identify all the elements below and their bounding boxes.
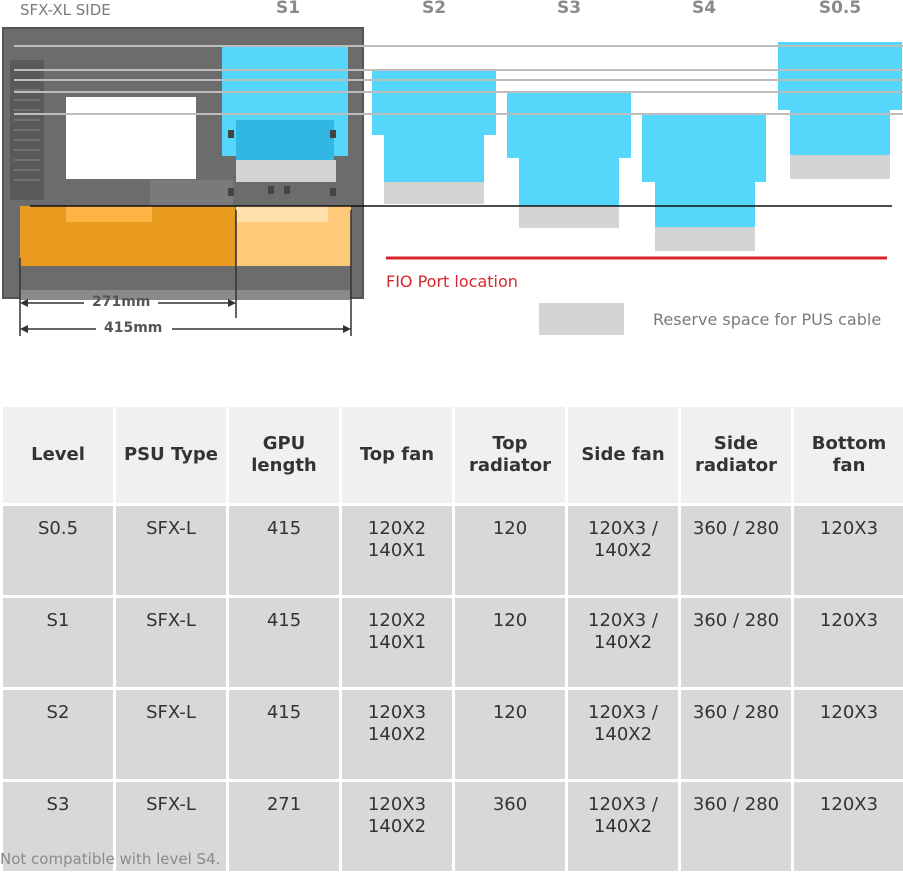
s1-radiator-inner (236, 120, 334, 160)
level-guide-lines (14, 45, 903, 115)
cell-side-fan: 120X3 /140X2 (568, 598, 678, 687)
cell-gpu-length: 415 (229, 598, 339, 687)
header-level: Level (3, 407, 113, 503)
header-top-radiator: Top radiator (455, 407, 565, 503)
s1-fittings (228, 130, 336, 196)
cell-side-radiator: 360 / 280 (681, 782, 791, 871)
level-header-s1: S1 (275, 0, 301, 18)
cell-psu-type: SFX-L (116, 598, 226, 687)
dimension-271mm: 271mm (92, 294, 151, 310)
cell-gpu-length: 271 (229, 782, 339, 871)
dimension-lines (19, 210, 352, 336)
case-inner-panel (150, 180, 233, 206)
level-header-s4: S4 (691, 0, 717, 18)
legend-reserve-label: Reserve space for PUS cable (653, 310, 882, 329)
header-bottom-fan: Bottom fan (794, 407, 903, 503)
s4-radiator-top (642, 114, 766, 182)
cell-side-radiator: 360 / 280 (681, 506, 791, 595)
cell-side-fan: 120X3 /140X2 (568, 506, 678, 595)
cell-gpu-length: 415 (229, 690, 339, 779)
s3-reserve (519, 206, 619, 228)
cell-gpu-length: 415 (229, 506, 339, 595)
compatibility-note: Not compatible with level S4. (0, 850, 221, 868)
header-psu-type: PSU Type (116, 407, 226, 503)
table-header-row: Level PSU Type GPU length Top fan Top ra… (3, 407, 903, 503)
level-header-s05: S0.5 (818, 0, 862, 18)
cell-side-fan: 120X3 /140X2 (568, 782, 678, 871)
cell-bottom-fan: 120X3 (794, 690, 903, 779)
s05-radiator-top (778, 42, 902, 110)
case-foot (20, 290, 350, 300)
header-side-radiator: Side radiator (681, 407, 791, 503)
cell-top-radiator: 120 (455, 506, 565, 595)
cell-level: S3 (3, 782, 113, 871)
cell-bottom-fan: 120X3 (794, 506, 903, 595)
case-window (66, 97, 196, 179)
cell-top-radiator: 120 (455, 690, 565, 779)
cell-bottom-fan: 120X3 (794, 598, 903, 687)
cell-psu-type: SFX-L (116, 506, 226, 595)
dimension-415mm: 415mm (104, 320, 163, 336)
s2-radiator-body (384, 135, 484, 182)
s05-reserve (790, 155, 890, 179)
s05-radiator-body (790, 110, 890, 155)
fio-port-label: FIO Port location (386, 272, 518, 291)
cell-level: S0.5 (3, 506, 113, 595)
cell-level: S2 (3, 690, 113, 779)
level-header-s3: S3 (556, 0, 582, 18)
cell-top-radiator: 360 (455, 782, 565, 871)
case-illustration (2, 27, 903, 336)
psu-highlight (66, 206, 152, 222)
header-gpu-length: GPU length (229, 407, 339, 503)
cell-bottom-fan: 120X3 (794, 782, 903, 871)
s2-reserve (384, 182, 484, 204)
s3-radiator-body (519, 158, 619, 206)
psu-highlight-2 (236, 206, 328, 222)
cell-side-radiator: 360 / 280 (681, 690, 791, 779)
side-view-label: SFX-XL SIDE (20, 1, 111, 19)
cell-psu-type: SFX-L (116, 690, 226, 779)
s3-radiator-top (507, 92, 631, 158)
compatibility-table: Level PSU Type GPU length Top fan Top ra… (0, 404, 903, 874)
legend-reserve-swatch (539, 303, 624, 335)
cell-psu-type: SFX-L (116, 782, 226, 871)
s4-reserve (655, 227, 755, 251)
header-side-fan: Side fan (568, 407, 678, 503)
cell-top-radiator: 120 (455, 598, 565, 687)
s1-reserve (236, 160, 336, 182)
compatibility-diagram: SFX-XL SIDE S1 S2 S3 S4 S0.5 (0, 0, 903, 345)
header-top-fan: Top fan (342, 407, 452, 503)
cell-level: S1 (3, 598, 113, 687)
dimension-arrows (20, 299, 351, 333)
level-header-s2: S2 (421, 0, 447, 18)
cell-side-fan: 120X3 /140X2 (568, 690, 678, 779)
cell-side-radiator: 360 / 280 (681, 598, 791, 687)
s4-radiator-body (655, 182, 755, 227)
